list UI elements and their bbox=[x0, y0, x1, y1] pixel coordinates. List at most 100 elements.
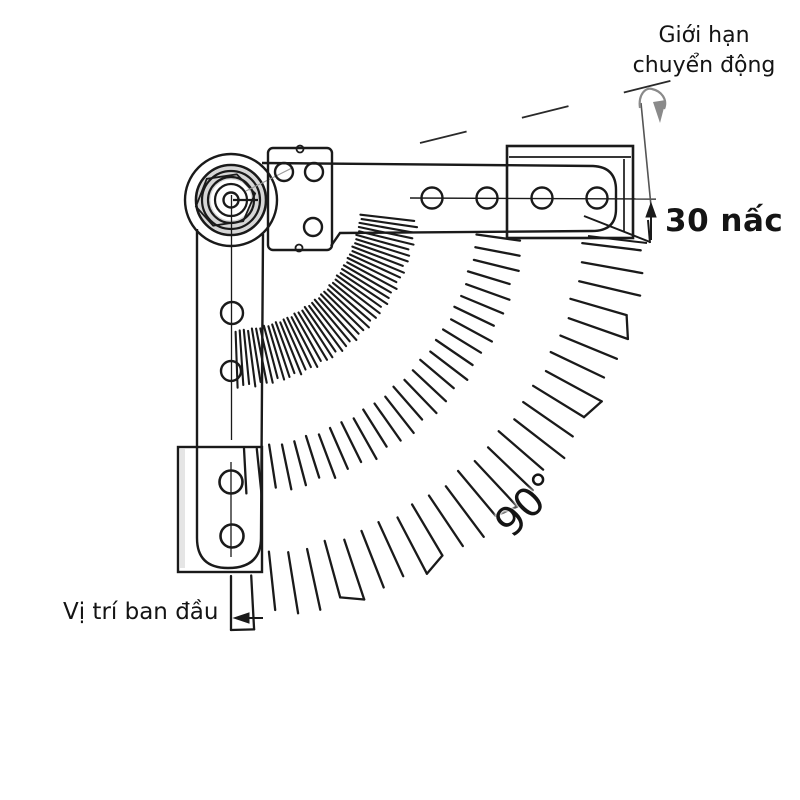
vertical-arm bbox=[195, 229, 265, 570]
ratchet-step-fan bbox=[229, 213, 644, 632]
middle-step-ring-tick bbox=[419, 358, 455, 390]
top-bracket-outline bbox=[505, 144, 635, 240]
plate-outline bbox=[266, 146, 334, 252]
ghost-edge bbox=[647, 219, 651, 244]
pivot-hub bbox=[183, 152, 293, 440]
annotations bbox=[232, 79, 675, 624]
inner-step-ring-tick bbox=[360, 218, 419, 229]
outer-step-ring-tick bbox=[522, 400, 574, 438]
inner-step-ring-tick bbox=[234, 330, 239, 389]
inner-step-ring-tick bbox=[355, 238, 411, 257]
outer-step-ring-tick bbox=[531, 384, 586, 419]
inner-step-ring-tick bbox=[293, 312, 322, 362]
outer-step-ring-tick bbox=[497, 430, 545, 471]
middle-step-ring-tick bbox=[267, 443, 277, 489]
horizontal-arm-outline bbox=[261, 161, 618, 247]
outer-step-ring-tick bbox=[323, 539, 342, 599]
middle-step-ring-tick bbox=[352, 417, 378, 461]
plate-notch bbox=[295, 144, 305, 154]
middle-step-ring-tick bbox=[392, 385, 424, 421]
outer-step-ring-cap bbox=[229, 628, 256, 632]
middle-step-ring-tick bbox=[255, 447, 263, 496]
outer-step-ring-cap bbox=[425, 554, 444, 575]
middle-step-ring-tick bbox=[317, 433, 337, 479]
return-arrow bbox=[638, 87, 667, 123]
top-mounting-bracket bbox=[505, 144, 635, 240]
inner-step-ring-tick bbox=[279, 321, 303, 376]
plate-notch bbox=[294, 243, 304, 253]
middle-step-ring-tick bbox=[453, 305, 495, 327]
outer-step-ring-tick bbox=[343, 538, 366, 601]
steps-arrow bbox=[645, 201, 657, 240]
outer-step-ring-tick bbox=[486, 446, 534, 492]
inner-step-ring-tick bbox=[271, 323, 291, 378]
middle-step-ring-tick bbox=[293, 440, 308, 487]
inner-step-ring-tick bbox=[346, 261, 398, 290]
outer-step-ring-tick bbox=[567, 317, 630, 341]
inner-step-ring-tick bbox=[290, 316, 319, 368]
middle-step-ring-tick bbox=[472, 258, 520, 273]
inner-step-ring-tick bbox=[259, 327, 274, 384]
outer-step-ring-tick bbox=[377, 521, 405, 578]
inner-step-ring-tick bbox=[274, 321, 296, 375]
outer-step-ring-tick bbox=[581, 241, 642, 252]
horizontal-arm bbox=[261, 161, 657, 247]
outer-step-ring-tick bbox=[305, 547, 322, 611]
inner-step-ring-tick bbox=[355, 233, 410, 251]
inner-step-ring-tick bbox=[359, 213, 416, 222]
middle-step-ring-tick bbox=[242, 447, 248, 495]
outer-step-ring-tick bbox=[427, 494, 464, 548]
outer-step-ring-tick bbox=[287, 551, 300, 615]
inner-step-ring-tick bbox=[286, 316, 312, 369]
pivot-plate bbox=[266, 144, 334, 253]
middle-step-ring-tick bbox=[403, 378, 438, 415]
outer-step-ring-tick bbox=[250, 574, 256, 631]
outer-step-ring-tick bbox=[578, 280, 642, 297]
outer-step-ring-tick bbox=[559, 334, 619, 360]
inner-step-ring-tick bbox=[238, 329, 245, 387]
inner-step-ring-tick bbox=[351, 245, 404, 267]
inner-step-ring-tick bbox=[358, 230, 415, 246]
middle-step-ring-tick bbox=[429, 350, 469, 381]
bottom-bracket-outline bbox=[176, 445, 264, 574]
middle-step-ring-tick bbox=[304, 434, 321, 479]
inner-step-ring-tick bbox=[328, 284, 372, 322]
motion-limit-label: Giới hạn chuyển động bbox=[628, 21, 780, 80]
middle-step-ring-tick bbox=[362, 408, 388, 448]
inner-step-ring-tick bbox=[247, 329, 257, 388]
inner-step-ring-tick bbox=[262, 324, 279, 380]
middle-step-ring-tick bbox=[460, 294, 505, 315]
outer-step-ring-tick bbox=[580, 261, 644, 275]
middle-step-ring-tick bbox=[411, 369, 448, 403]
inner-step-ring-tick bbox=[331, 281, 377, 319]
bottom-bracket-shade bbox=[180, 449, 185, 568]
outer-step-ring-tick bbox=[513, 418, 566, 460]
inner-step-ring-tick bbox=[319, 293, 360, 335]
inner-step-ring-tick bbox=[250, 327, 262, 384]
middle-step-ring-tick bbox=[441, 328, 483, 354]
middle-step-ring-tick bbox=[474, 246, 521, 257]
inner-step-ring-tick bbox=[354, 242, 409, 263]
first-step-ghost bbox=[583, 215, 651, 244]
middle-step-ring-tick bbox=[434, 338, 474, 367]
inner-step-ring-tick bbox=[308, 304, 344, 352]
middle-step-ring-tick bbox=[328, 426, 349, 470]
limit-leader-line bbox=[640, 102, 652, 207]
inner-step-ring-tick bbox=[242, 328, 251, 386]
plate-hole bbox=[303, 161, 325, 183]
ghost-edge bbox=[587, 235, 648, 244]
inner-step-ring-tick bbox=[335, 274, 382, 308]
outer-step-ring-cap bbox=[494, 505, 519, 518]
middle-step-ring-tick bbox=[280, 443, 293, 491]
inner-step-ring-tick bbox=[339, 272, 389, 306]
inner-step-ring-tick bbox=[313, 298, 351, 343]
motion-limit-line2: chuyển động bbox=[632, 52, 776, 78]
plate-hole bbox=[302, 216, 324, 238]
middle-step-ring-tick bbox=[373, 402, 402, 442]
inner-step-ring-tick bbox=[358, 221, 415, 234]
inner-step-ring-tick bbox=[326, 288, 370, 329]
outer-step-ring-tick bbox=[569, 297, 628, 317]
steps-arrow-head bbox=[645, 201, 657, 218]
